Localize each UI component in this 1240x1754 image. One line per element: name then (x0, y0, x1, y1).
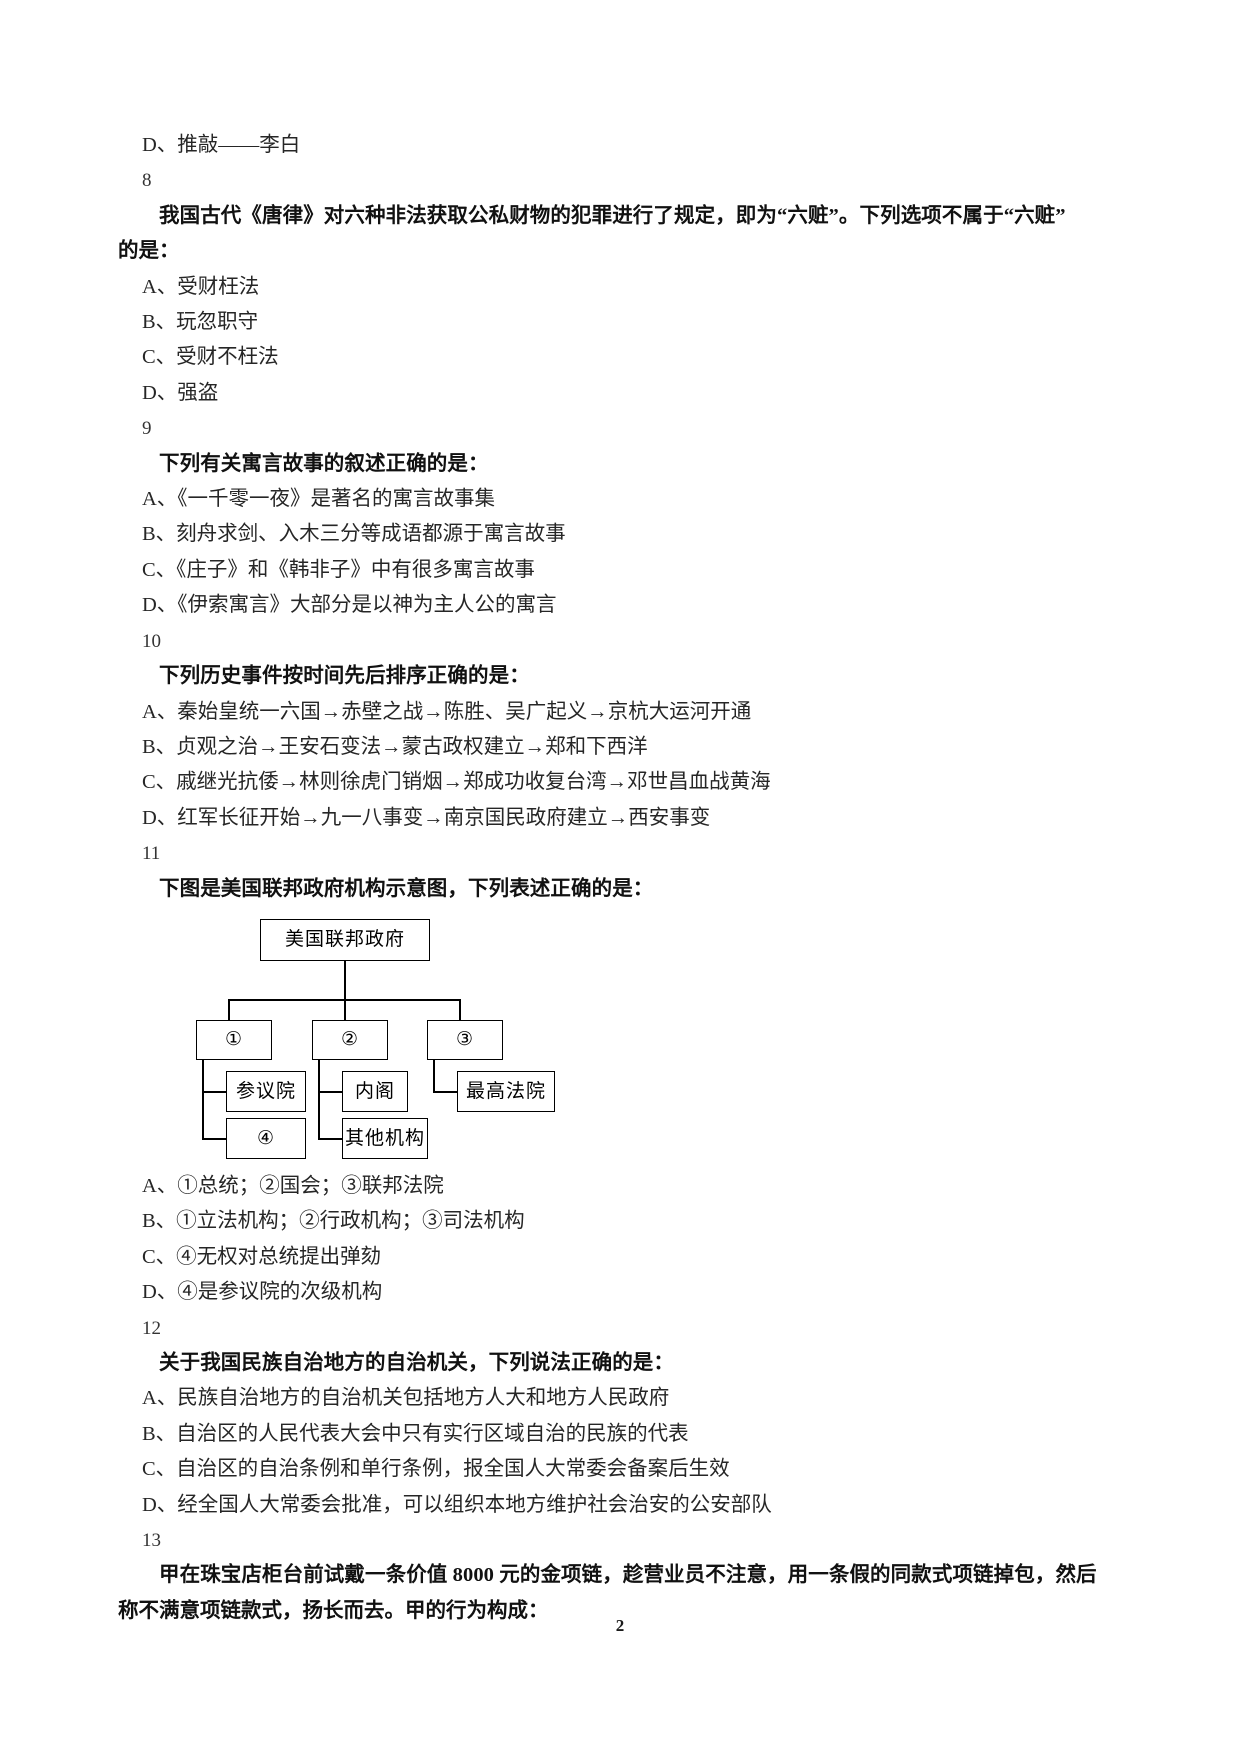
question-10-option-c: C、戚继光抗倭→林则徐虎门销烟→郑成功收复台湾→邓世昌血战黄海 (142, 771, 771, 794)
question-9-number: 9 (142, 418, 152, 440)
question-12-number: 12 (142, 1317, 161, 1339)
question-11-option-c: C、④无权对总统提出弹劾 (142, 1245, 382, 1268)
org-chart-other-agencies-box: 其他机构 (342, 1117, 428, 1159)
question-10-stem: 下列历史事件按时间先后排序正确的是： (159, 665, 530, 688)
question-8-stem-part1: 我国古代《唐律》对六种非法获取公私财物的犯罪进行了规定，即为“六赃”。下列选项 (159, 204, 942, 227)
question-10-option-d: D、红军长征开始→九一八事变→南京国民政府建立→西安事变 (142, 806, 711, 829)
question-11-option-d: D、④是参议院的次级机构 (142, 1281, 383, 1304)
question-8-stem-part2: “六赃” (1003, 204, 1066, 227)
org-chart-supreme-court-box: 最高法院 (457, 1070, 555, 1112)
org-chart-root-box: 美国联邦政府 (260, 918, 430, 961)
org-chart-root-connector (344, 960, 346, 999)
org-chart-branch-1-link-house (202, 1137, 226, 1140)
question-10-option-a: A、秦始皇统一六国→赤壁之战→陈胜、吴广起义→京杭大运河开通 (142, 700, 752, 723)
org-chart-cabinet-box: 内阁 (342, 1070, 408, 1112)
question-12-option-a: A、民族自治地方的自治机关包括地方人大和地方人民政府 (142, 1387, 670, 1410)
question-9-stem: 下列有关寓言故事的叙述正确的是： (159, 452, 489, 475)
org-chart-branch-1-box: ① (196, 1019, 272, 1060)
question-9-option-b: B、刻舟求剑、入木三分等成语都源于寓言故事 (142, 523, 566, 546)
question-11-stem: 下图是美国联邦政府机构示意图，下列表述正确的是： (159, 877, 654, 900)
question-8-stem-emphasis: 不属于 (941, 204, 1004, 227)
org-chart-branch-2-box: ② (312, 1019, 388, 1060)
org-chart-branch-2-link-cabinet (318, 1090, 342, 1093)
us-federal-government-org-chart: 美国联邦政府 ① ② ③ 参议院 ④ 内阁 其他机构 (178, 918, 598, 1159)
org-chart-drop-branch-1 (228, 998, 230, 1020)
question-12-option-b: B、自治区的人民代表大会中只有实行区域自治的民族的代表 (142, 1422, 689, 1445)
question-8-number: 8 (142, 170, 152, 192)
question-8-option-b: B、玩忽职守 (142, 311, 259, 334)
page-number: 2 (615, 1616, 625, 1635)
question-8-option-c: C、受财不枉法 (142, 346, 279, 369)
org-chart-senate-box: 参议院 (226, 1070, 306, 1112)
question-10-option-b: B、贞观之治→王安石变法→蒙古政权建立→郑和下西洋 (142, 735, 648, 758)
question-8-option-a: A、受财枉法 (142, 275, 260, 298)
question-12-option-c: C、自治区的自治条例和单行条例，报全国人大常委会备案后生效 (142, 1458, 730, 1481)
question-13-stem-line1: 甲在珠宝店柜台前试戴一条价值 8000 元的金项链，趁营业员不注意，用一条假的同… (159, 1564, 1097, 1587)
question-7-option-d: D、推敲——李白 (142, 134, 301, 156)
org-chart-drop-branch-3 (459, 998, 461, 1020)
question-8-stem-line2: 的是： (118, 240, 180, 263)
org-chart-branch-1-link-senate (202, 1090, 226, 1093)
question-9-option-d: D、《伊索寓言》大部分是以神为主人公的寓言 (142, 594, 557, 617)
question-11-number: 11 (142, 843, 161, 865)
org-chart-branch-2-spine (318, 1059, 320, 1138)
org-chart-branch-1-spine (202, 1059, 204, 1138)
org-chart-branch-3-box: ③ (427, 1019, 503, 1060)
question-8-stem: 我国古代《唐律》对六种非法获取公私财物的犯罪进行了规定，即为“六赃”。下列选项不… (118, 199, 1122, 234)
org-chart-branch-3-spine (433, 1059, 435, 1091)
document-body: D、推敲——李白 8 我国古代《唐律》对六种非法获取公私财物的犯罪进行了规定，即… (118, 128, 1122, 1629)
org-chart-branch-2-link-other (318, 1137, 342, 1140)
question-12-option-d: D、经全国人大常委会批准，可以组织本地方维护社会治安的公安部队 (142, 1493, 772, 1516)
question-8-option-d: D、强盗 (142, 381, 219, 404)
org-chart-drop-branch-2 (344, 998, 346, 1020)
question-9-option-c: C、《庄子》和《韩非子》中有很多寓言故事 (142, 558, 535, 581)
org-chart-branch-1-child-2-box: ④ (226, 1117, 306, 1159)
question-11-option-b: B、①立法机构；②行政机构；③司法机构 (142, 1210, 525, 1233)
question-10-number: 10 (142, 630, 161, 652)
question-13-number: 13 (142, 1530, 161, 1551)
org-chart-branch-3-link-supreme-court (433, 1090, 457, 1093)
question-13-stem-line2: 称不满意项链款式，扬长而去。甲的行为构成： (118, 1599, 549, 1622)
question-12-stem: 关于我国民族自治地方的自治机关，下列说法正确的是： (159, 1351, 674, 1374)
question-11-option-a: A、①总统；②国会；③联邦法院 (142, 1174, 444, 1197)
question-9-option-a: A、《一千零一夜》是著名的寓言故事集 (142, 488, 496, 511)
